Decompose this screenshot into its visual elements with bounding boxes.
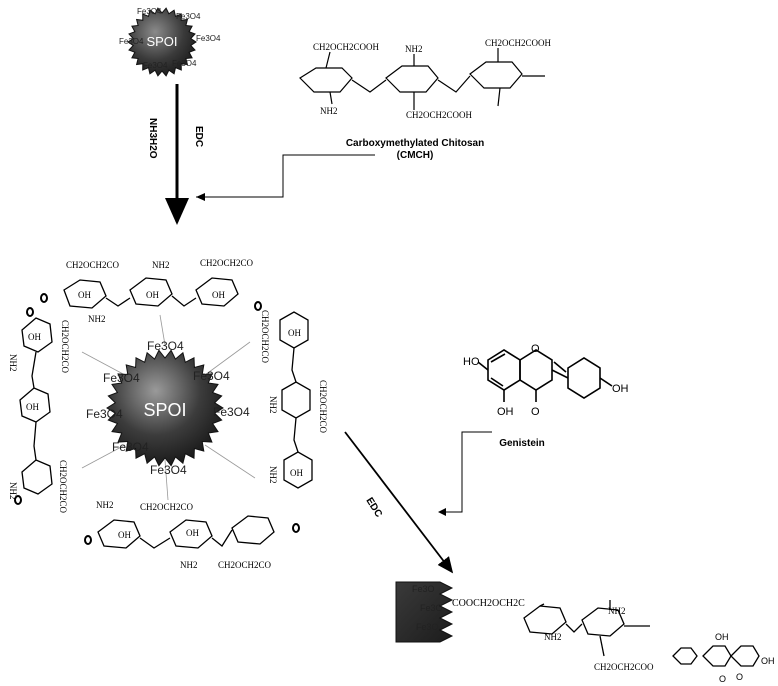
cmch-shell-groups: CH2OCH2CO NH2 CH2OCH2CO NH2 OH OH OH NH2… <box>8 258 328 570</box>
cmch-shell-rings <box>19 277 313 549</box>
fe3o-tag: Fe3O <box>412 584 435 594</box>
cmch-structure <box>299 48 545 110</box>
shell-group: NH2 <box>180 560 198 570</box>
spoi-small-label: SPOI <box>146 34 177 49</box>
shell-group: CH2OCH2CO <box>218 560 272 570</box>
shell-group: OH <box>28 332 41 342</box>
genistein-connector-arrowhead <box>438 508 446 516</box>
shell-group: OH <box>290 468 303 478</box>
shell-group: NH2 <box>8 482 18 500</box>
cmch-group: CH2OCH2COOH <box>313 42 380 52</box>
spoi-large-core: SPOI Fe3O4 Fe3O4 Fe3O4 Fe3O4 Fe3O4 Fe3O4… <box>81 314 256 501</box>
shell-group: CH2OCH2CO <box>58 460 68 514</box>
fe3o4-tag: Fe3O4 <box>172 59 197 68</box>
shell-group: CH2OCH2CO <box>60 320 70 374</box>
cmch-name: Carboxymethylated Chitosan <box>346 138 484 149</box>
genistein-atom: OH <box>612 383 629 395</box>
glucosamine-ring <box>385 65 439 93</box>
spoi-small-particle <box>127 7 197 77</box>
genistein-atoms: HO O OH O OH <box>463 343 629 418</box>
cmch-group: CH2OCH2COOH <box>485 38 552 48</box>
shell-group: OH <box>26 402 39 412</box>
cmch-group: NH2 <box>320 106 338 116</box>
cmch-connector-arrowhead <box>196 193 205 201</box>
spoi-large-label: SPOI <box>143 400 186 420</box>
shell-group: NH2 <box>268 466 278 484</box>
genistein-atom: O <box>531 343 540 355</box>
product-group: CH2OCH2COO <box>594 662 654 672</box>
shell-group: OH <box>118 530 131 540</box>
shell-group: OH <box>186 528 199 538</box>
shell-group: NH2 <box>268 396 278 414</box>
genistein-structure <box>477 349 613 402</box>
cmch-groups: CH2OCH2COOH NH2 CH2OCH2COOH CH2OCH2COOH … <box>313 38 552 120</box>
genistein-atom: OH <box>497 406 514 418</box>
fe3o4-tag: Fe3O4 <box>137 7 162 16</box>
product-particle: Fe3O Fe3O Fe3O <box>395 581 454 643</box>
genistein-atom: O <box>531 406 540 418</box>
cmch-group: NH2 <box>405 44 423 54</box>
cmch-shell-open-ends <box>14 293 300 545</box>
shell-group: CH2OCH2CO <box>200 258 254 268</box>
genistein-atom: HO <box>463 356 480 368</box>
glycosidic-links <box>351 75 545 93</box>
shell-group: OH <box>78 290 91 300</box>
fe3o4-tag: Fe3O4 <box>150 463 187 477</box>
shell-group: OH <box>288 328 301 338</box>
fe3o4-tag: Fe3O4 <box>143 61 168 70</box>
shell-group: CH2OCH2CO <box>66 260 120 270</box>
reagent-edc: EDC <box>193 126 204 147</box>
reagent-edc-2: EDC <box>363 496 384 520</box>
shell-group: NH2 <box>8 354 18 372</box>
shell-group: CH2OCH2CO <box>260 310 270 364</box>
product-group: OH <box>761 656 775 666</box>
fe3o-tag: Fe3O <box>420 603 443 613</box>
fe3o4-tag: Fe3O4 <box>193 369 230 383</box>
fe3o4-tag: Fe3O4 <box>147 339 184 353</box>
product-rings <box>523 600 760 667</box>
tether-lines <box>81 314 256 501</box>
product-group: OH <box>715 632 729 642</box>
product-linker: COOCH2OCH2C <box>452 598 525 609</box>
glucosamine-ring <box>469 61 523 89</box>
spoi-small-core: SPOI Fe3O4 Fe3O4 Fe3O4 Fe3O4 Fe3O4 Fe3O4 <box>119 7 221 77</box>
shell-group: NH2 <box>96 500 114 510</box>
step2-arrow: EDC <box>344 431 454 574</box>
product-group: O <box>719 674 726 684</box>
fe3o4-tag: Fe3O4 <box>86 407 123 421</box>
shell-group: CH2OCH2CO <box>140 502 194 512</box>
reagent-nh3h2o: NH3H2O <box>147 118 158 159</box>
genistein-name: Genistein <box>499 438 545 449</box>
product-core <box>395 581 454 643</box>
step1-arrow: NH3H2O EDC <box>147 84 204 225</box>
substituent-bonds <box>325 48 501 110</box>
product-groups: NH2 NH2 CH2OCH2COO OH OH O O <box>544 606 775 684</box>
fe3o4-tag: Fe3O4 <box>176 12 201 21</box>
shell-group: NH2 <box>152 260 170 270</box>
spoi-large-particle <box>106 349 224 467</box>
fe3o4-tag: Fe3O4 <box>119 37 144 46</box>
shell-group: NH2 <box>88 314 106 324</box>
product-group: NH2 <box>544 632 562 642</box>
glucosamine-ring <box>299 67 353 93</box>
shell-group: OH <box>212 290 225 300</box>
fe3o4-tag: Fe3O4 <box>196 34 221 43</box>
cmch-group: CH2OCH2COOH <box>406 110 473 120</box>
fe3o4-tag: Fe3O4 <box>112 440 149 454</box>
cmch-connector <box>196 154 375 198</box>
product-group: O <box>736 672 743 682</box>
fe3o-tag: Fe3O <box>416 622 439 632</box>
genistein-connector <box>440 431 492 513</box>
cmch-abbreviation: (CMCH) <box>397 150 434 161</box>
product-group: NH2 <box>608 606 626 616</box>
shell-group: OH <box>146 290 159 300</box>
shell-group: CH2OCH2CO <box>318 380 328 434</box>
fe3o4-tag: Fe3O4 <box>103 371 140 385</box>
fe3o4-tag: Fe3O4 <box>213 405 250 419</box>
